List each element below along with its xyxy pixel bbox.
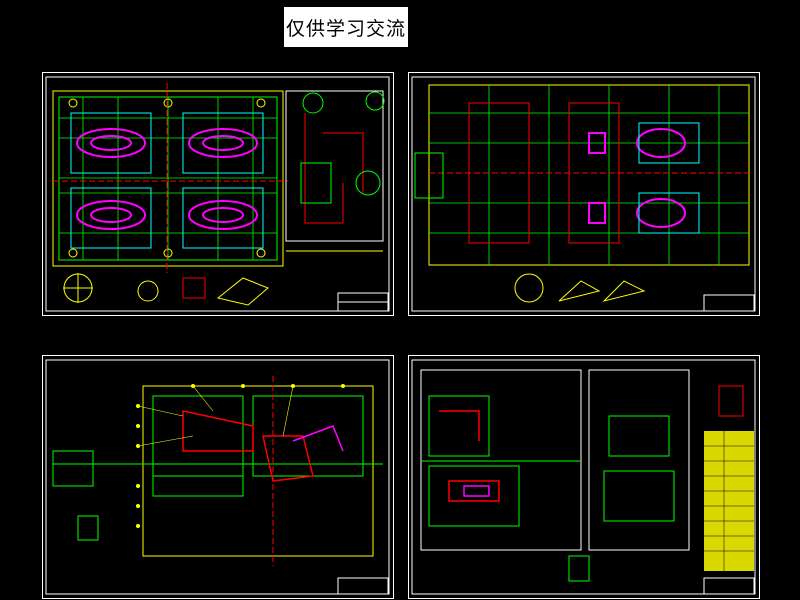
drawing-top-left	[45, 76, 390, 312]
sheet-top-right[interactable]	[408, 72, 760, 316]
sheet-bottom-right[interactable]	[408, 355, 760, 599]
drawing-bottom-left	[45, 359, 390, 595]
title-box: 仅供学习交流	[283, 6, 409, 48]
drawing-bottom-right	[411, 359, 756, 595]
page-title: 仅供学习交流	[285, 17, 406, 40]
drawing-top-right	[411, 76, 756, 312]
sheet-top-left[interactable]	[42, 72, 394, 316]
sheet-bottom-left[interactable]	[42, 355, 394, 599]
